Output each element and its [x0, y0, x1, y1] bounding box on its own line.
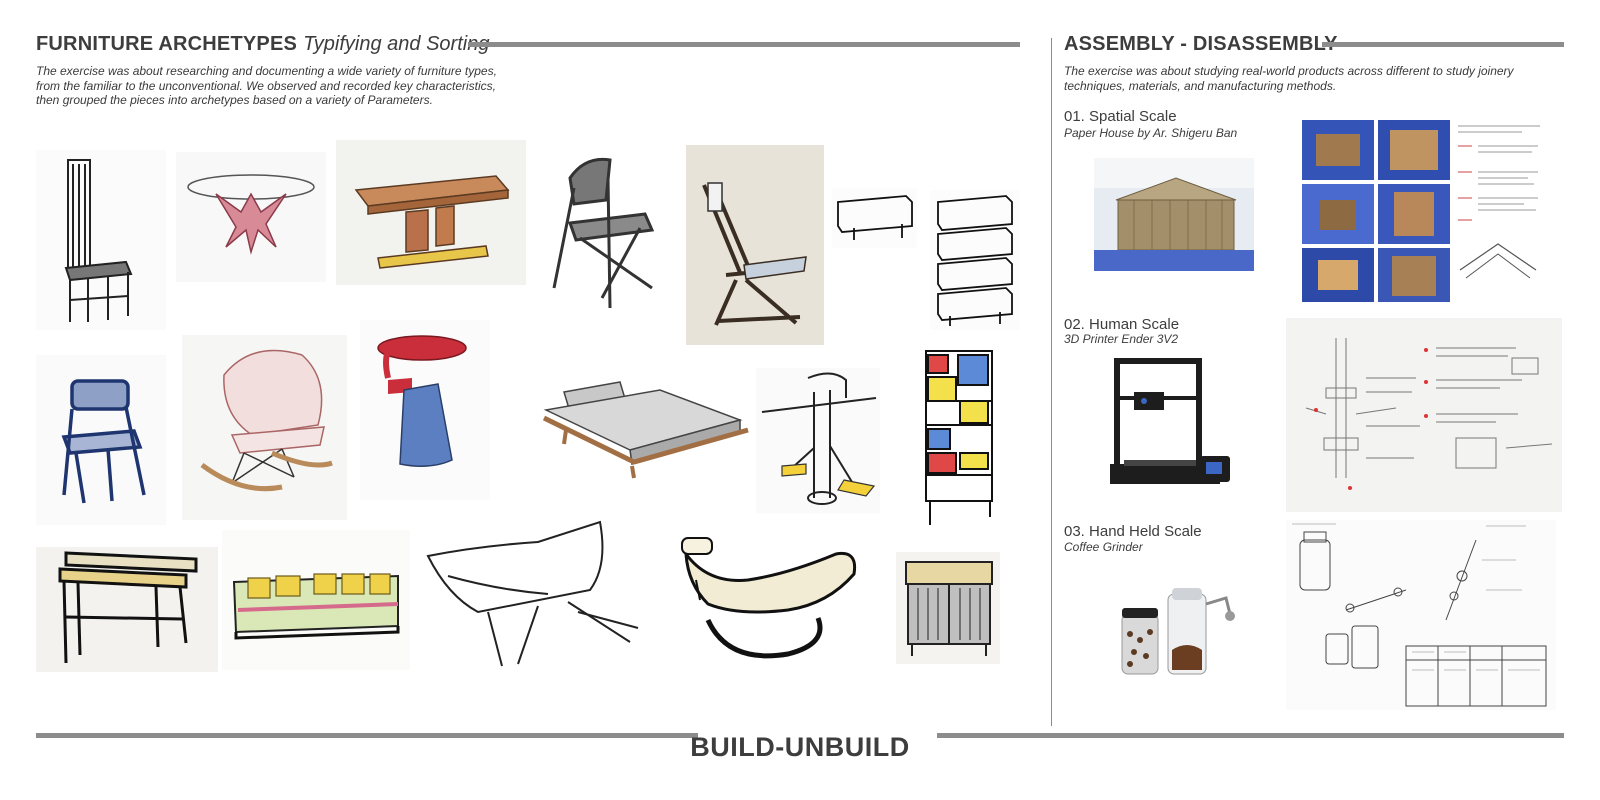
- 3d-printer-photo: [1104, 352, 1234, 496]
- pedestal-table-sketch: [360, 320, 490, 500]
- right-section-title: ASSEMBLY - DISASSEMBLY: [1064, 33, 1338, 55]
- printer-assembly-sheet: [1286, 318, 1562, 512]
- wood-table-sketch: [336, 140, 526, 285]
- footer-rule-left: [36, 733, 698, 738]
- right-section-description: The exercise was about studying real-wor…: [1064, 64, 1514, 93]
- scale-3-subtitle: Coffee Grinder: [1064, 540, 1143, 554]
- lounge-chair-sketch: [686, 145, 824, 345]
- scale-2-title: 02. Human Scale: [1064, 316, 1180, 333]
- section-divider: [1051, 38, 1052, 726]
- grinder-disassembly-sheet: [1286, 520, 1556, 710]
- folding-chair-sketch: [540, 148, 670, 318]
- bench-box-sketch: [832, 188, 917, 248]
- chaise-lounge-sketch: [668, 524, 868, 669]
- platform-bed-sketch: [540, 370, 755, 485]
- right-title-rule: [1322, 42, 1564, 47]
- footer-title: BUILD-UNBUILD: [690, 732, 910, 762]
- left-section-description: The exercise was about researching and d…: [36, 64, 497, 107]
- scale-1-title: 01. Spatial Scale: [1064, 108, 1177, 125]
- blue-mesh-chair-sketch: [36, 355, 166, 525]
- mondrian-shelf-sketch: [918, 345, 998, 530]
- paper-house-photo: [1094, 158, 1254, 271]
- coffee-grinder-photo: [1114, 574, 1240, 684]
- left-title-italic: Typifying and Sorting: [303, 33, 490, 55]
- scale-3-title: 03. Hand Held Scale: [1064, 523, 1202, 540]
- origami-table-sketch: [176, 152, 326, 282]
- stacking-stool-sketch: [930, 190, 1020, 330]
- scale-1-subtitle: Paper House by Ar. Shigeru Ban: [1064, 126, 1238, 140]
- rocking-chair-sketch: [182, 335, 347, 520]
- footer-rule-right: [937, 733, 1564, 738]
- tall-back-chair-sketch: [36, 150, 166, 330]
- colorful-sofa-sketch: [222, 530, 410, 670]
- left-title-bold: FURNITURE ARCHETYPES: [36, 33, 298, 55]
- writing-desk-sketch: [36, 547, 218, 672]
- scale-2-subtitle: 3D Printer Ender 3V2: [1064, 332, 1179, 346]
- exercise-machine-sketch: [756, 368, 880, 513]
- paper-house-assembly-sheet: [1302, 120, 1546, 302]
- left-title-rule: [468, 42, 1020, 47]
- sling-chair-sketch: [418, 516, 648, 671]
- sideboard-cabinet-sketch: [896, 552, 1000, 664]
